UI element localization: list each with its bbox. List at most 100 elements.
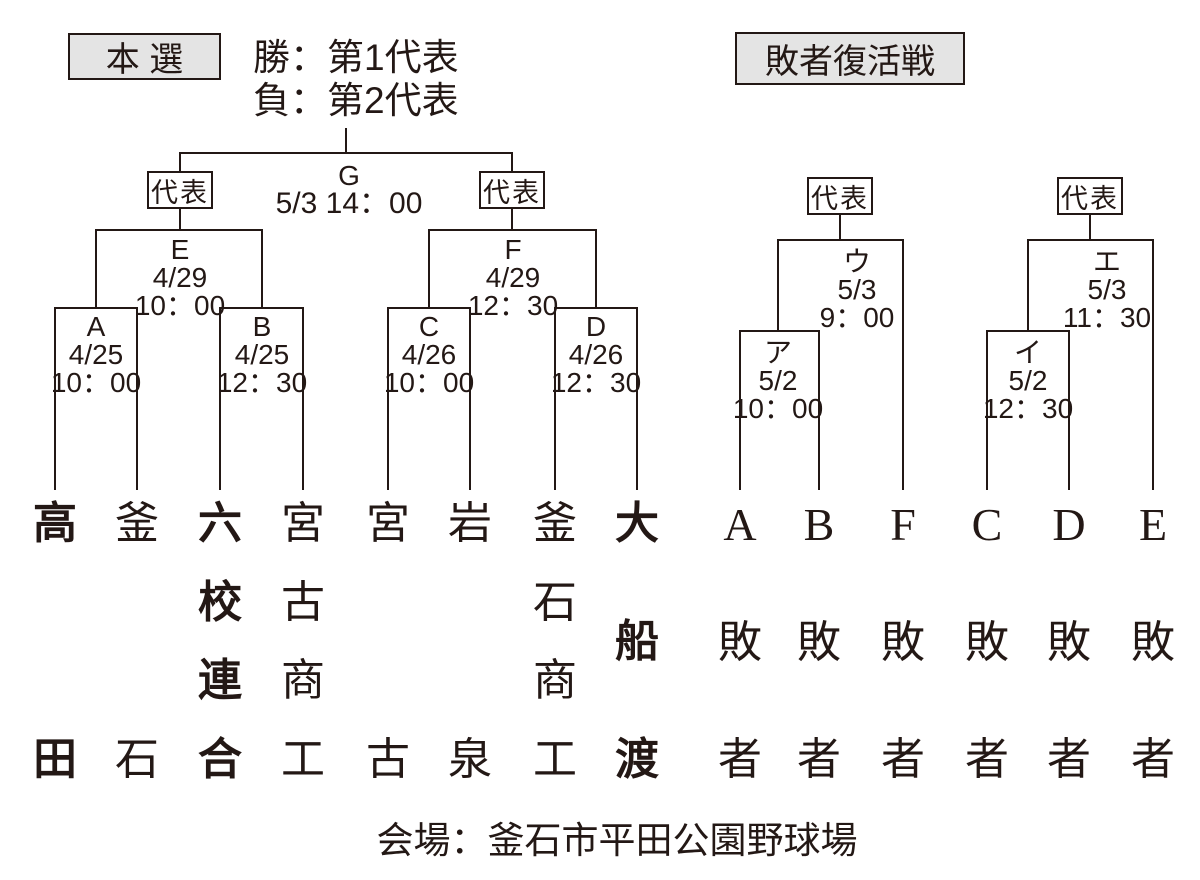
bracket-line <box>777 241 779 331</box>
team-char: 釜 <box>115 499 159 548</box>
match-label-kana-e: エ 5/3 11：30 <box>1063 248 1151 332</box>
match-time: 10：00 <box>50 367 142 398</box>
bracket-line <box>986 332 988 490</box>
match-time: 10：00 <box>383 367 475 398</box>
rep-box-label: 代表 <box>1061 183 1119 214</box>
team-miyako-shoukou: 宮 古 商 工 <box>281 502 325 782</box>
team-char: 渡 <box>615 735 659 784</box>
bracket-line <box>986 330 1070 332</box>
loser-entry-e: E 敗 者 <box>1131 502 1175 782</box>
loser-char: 者 <box>965 735 1009 784</box>
team-char: 石 <box>115 735 159 784</box>
match-date: 4/26 <box>401 339 457 370</box>
bracket-line <box>469 309 471 490</box>
bracket-line <box>554 307 638 309</box>
match-id: ア <box>763 337 793 368</box>
match-date: 4/26 <box>568 339 624 370</box>
bracket-line <box>777 239 904 241</box>
match-time: 12：30 <box>982 393 1074 424</box>
loser-seed: C <box>971 499 1003 550</box>
match-date: 5/2 <box>1008 365 1048 396</box>
rep-box-label: 代表 <box>151 177 209 208</box>
match-date: 4/25 <box>234 339 290 370</box>
match-id: B <box>252 311 272 342</box>
bracket-line <box>818 332 820 490</box>
match-time: 9：00 <box>819 302 895 333</box>
match-id: C <box>418 311 440 342</box>
team-char: 校 <box>198 577 242 627</box>
team-char: 工 <box>533 734 577 784</box>
team-char: 大 <box>615 499 659 548</box>
team-char: 岩 <box>448 499 492 548</box>
match-date: 5/3 <box>1087 274 1127 305</box>
team-rokkou-rengou: 六 校 連 合 <box>198 502 242 782</box>
bracket-line <box>387 307 471 309</box>
bracket-line <box>739 332 741 490</box>
team-char: 工 <box>281 734 325 784</box>
match-label-kana-a: ア 5/2 10：00 <box>733 339 823 423</box>
loser-char: 者 <box>881 735 925 784</box>
team-kamaishi-shoukou: 釜 石 商 工 <box>533 502 577 782</box>
bracket-line <box>511 153 513 172</box>
bracket-line <box>179 209 181 231</box>
loser-char: 敗 <box>881 618 925 667</box>
consolation-title-box: 敗者復活戦 <box>735 32 965 85</box>
bracket-line <box>1089 215 1091 241</box>
rep-box-label: 代表 <box>811 183 869 214</box>
team-iwaizumi: 岩 泉 <box>448 502 492 782</box>
team-char: 泉 <box>448 735 492 784</box>
team-miyako: 宮 古 <box>366 502 410 782</box>
loser-seed: A <box>723 499 757 550</box>
loser-seed: D <box>1052 499 1086 550</box>
rep-box-label: 代表 <box>483 177 541 208</box>
legend-note-win: 勝：第1代表 <box>253 37 459 78</box>
match-id: D <box>585 311 607 342</box>
match-id: E <box>170 234 190 265</box>
loser-seed: B <box>803 499 835 550</box>
legend-note-lose: 負：第2代表 <box>253 80 459 121</box>
team-takata: 高 田 <box>33 502 77 782</box>
bracket-line <box>261 231 263 308</box>
bracket-line <box>136 309 138 490</box>
loser-char: 者 <box>718 735 762 784</box>
team-char: 宮 <box>366 499 410 548</box>
match-label-b: B 4/25 12：30 <box>217 313 307 397</box>
bracket-line <box>1027 241 1029 331</box>
bracket-line <box>739 330 820 332</box>
team-char: 連 <box>198 656 242 706</box>
loser-seed: F <box>890 499 916 550</box>
loser-entry-d: D 敗 者 <box>1047 502 1091 782</box>
loser-char: 敗 <box>965 618 1009 667</box>
team-char: 商 <box>281 656 325 706</box>
winner-rep-box-left: 代表 <box>147 171 213 209</box>
loser-char: 敗 <box>1131 618 1175 667</box>
bracket-line <box>54 309 56 490</box>
match-time: 10：00 <box>732 393 824 424</box>
bracket-line <box>839 215 841 241</box>
bracket-line <box>636 309 638 490</box>
match-time: 11：30 <box>1062 302 1152 333</box>
team-char: 六 <box>198 499 242 548</box>
match-label-c: C 4/26 10：00 <box>384 313 474 397</box>
match-schedule: 5/3 14：00 <box>275 187 423 220</box>
match-time: 12：30 <box>216 367 308 398</box>
bracket-line <box>95 231 97 308</box>
bracket-line <box>387 309 389 490</box>
bracket-line <box>219 309 221 490</box>
bracket-line <box>428 231 430 308</box>
bracket-line <box>902 241 904 490</box>
consolation-title: 敗者復活戦 <box>765 43 935 81</box>
loser-entry-c: C 敗 者 <box>965 502 1009 782</box>
loser-entry-a: A 敗 者 <box>718 502 762 782</box>
winner-rep-box-right: 代表 <box>479 171 545 209</box>
main-round-title-box: 本 選 <box>68 33 221 80</box>
match-label-f: F 4/29 12：30 <box>468 236 558 320</box>
bracket-line <box>179 153 181 172</box>
loser-entry-b: B 敗 者 <box>797 502 841 782</box>
match-label-kana-u: ウ 5/3 9：00 <box>820 248 895 332</box>
loser-char: 者 <box>1131 735 1175 784</box>
loser-char: 者 <box>1047 735 1091 784</box>
main-round-title: 本 選 <box>105 41 184 79</box>
consolation-rep-box-right: 代表 <box>1057 177 1123 215</box>
bracket-line <box>219 307 304 309</box>
